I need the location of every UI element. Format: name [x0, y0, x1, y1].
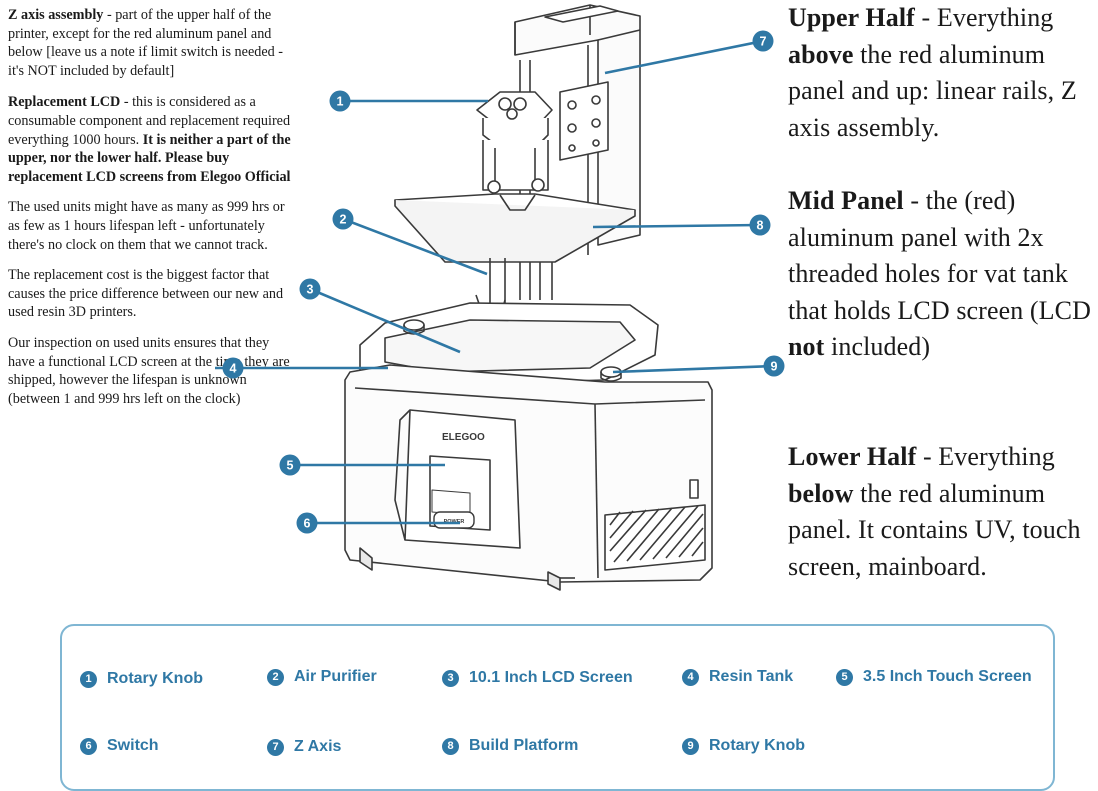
legend-number: 4 [682, 668, 699, 686]
callout-6-label: 6 [304, 517, 311, 531]
callout-9-label: 9 [771, 360, 778, 374]
printer-base [344, 364, 713, 591]
legend-label: Switch [107, 737, 159, 754]
upper-half-text-post: the red aluminum panel and up: linear ra… [788, 39, 1077, 142]
power-button: POWER [433, 511, 475, 529]
callout-3-label: 3 [307, 283, 314, 297]
leader-line-3 [309, 287, 461, 354]
lower-half-emph: below [788, 478, 854, 508]
legend-number: 7 [267, 738, 284, 756]
lower-half-note: Lower Half - Everything below the red al… [788, 439, 1098, 585]
lower-half-title: Lower Half [788, 442, 917, 471]
build-platform [394, 193, 636, 325]
callout-5-label: 5 [287, 459, 294, 473]
callout-6: 6 [296, 512, 318, 534]
resin-tank [359, 302, 659, 386]
lcd-note-text: - this is considered as a consumable com… [8, 94, 291, 148]
leader-line-2 [342, 217, 488, 276]
legend-label: 3.5 Inch Touch Screen [863, 668, 1032, 685]
callout-7-label: 7 [760, 35, 767, 49]
upper-half-text-pre: - Everything [914, 3, 1054, 32]
legend-number: 9 [682, 737, 699, 755]
inspection-note: Our inspection on used units ensures tha… [8, 334, 290, 407]
callout-9: 9 [763, 355, 785, 377]
lcd-note-title: Replacement LCD [8, 94, 121, 111]
callout-2-label: 2 [340, 213, 347, 227]
leader-line-8 [592, 223, 761, 229]
callout-2: 2 [332, 208, 354, 230]
legend-number: 5 [836, 668, 853, 686]
legend-item-5: 5 3.5 Inch Touch Screen [836, 668, 1032, 686]
callout-8: 8 [749, 214, 771, 236]
legend-item-8: 8 Build Platform [442, 737, 578, 755]
callout-1: 1 [329, 90, 351, 112]
mid-panel-title: Mid Panel [788, 186, 904, 215]
legend-label: Resin Tank [709, 668, 794, 685]
lifespan-note: The used units might have as many as 999… [8, 199, 285, 253]
legend-label: 10.1 Inch LCD Screen [469, 669, 633, 686]
mid-panel-emph: not [788, 332, 825, 361]
legend-number: 8 [442, 737, 459, 755]
callout-7: 7 [752, 30, 774, 52]
legend-item-4: 4 Resin Tank [682, 668, 793, 686]
legend-number: 1 [80, 670, 97, 688]
cost-note: The replacement cost is the biggest fact… [8, 267, 284, 321]
legend-number: 2 [267, 668, 284, 686]
legend-label: Air Purifier [294, 668, 377, 685]
brand-label: ELEGOO [442, 432, 485, 443]
lower-half-text-pre: - Everything [916, 442, 1055, 471]
upper-half-emph: above [788, 39, 854, 69]
legend-item-9: 9 Rotary Knob [682, 737, 805, 755]
upper-half-note: Upper Half - Everything above the red al… [788, 0, 1098, 146]
callout-3: 3 [299, 278, 321, 300]
mid-panel-text-pre: - the (red) aluminum panel with 2x threa… [788, 186, 1091, 325]
legend-item-2: 2 Air Purifier [267, 668, 377, 686]
power-label: POWER [444, 519, 465, 525]
printer-illustration [344, 4, 713, 591]
lower-half-text-post: the red aluminum panel. It contains UV, … [788, 478, 1081, 581]
z-axis-note: Z axis assembly - part of the upper half… [8, 6, 298, 80]
legend-item-3: 3 10.1 Inch LCD Screen [442, 669, 633, 687]
legend-label: Build Platform [469, 737, 579, 754]
callout-4-label: 4 [230, 362, 237, 376]
left-notes: Z axis assembly - part of the upper half… [8, 6, 298, 420]
legend-item-7: 7 Z Axis [267, 738, 341, 756]
knob-assembly [476, 91, 553, 194]
legend-number: 3 [442, 669, 459, 687]
legend-label: Rotary Knob [107, 670, 203, 687]
mid-panel-text-post: included) [824, 332, 931, 361]
leader-line-7 [604, 39, 764, 75]
legend-number: 6 [80, 737, 97, 755]
callout-5: 5 [279, 454, 301, 476]
leader-line-9 [612, 364, 775, 374]
legend-item-1: 1 Rotary Knob [80, 670, 203, 688]
mid-panel-note: Mid Panel - the (red) aluminum panel wit… [788, 183, 1098, 366]
legend-item-6: 6 Switch [80, 737, 159, 755]
callout-8-label: 8 [757, 219, 764, 233]
legend-label: Rotary Knob [709, 737, 805, 754]
callout-4: 4 [222, 357, 244, 379]
upper-half-title: Upper Half [788, 3, 915, 32]
legend-label: Z Axis [294, 738, 342, 755]
lcd-note-warning: It is neither a part of the upper, nor t… [8, 131, 291, 185]
callout-1-label: 1 [337, 95, 344, 109]
z-axis-column [514, 4, 641, 300]
leader-lines [215, 39, 775, 525]
z-axis-note-title: Z axis assembly [8, 7, 104, 23]
lcd-note: Replacement LCD - this is considered as … [8, 93, 298, 186]
z-axis-note-text: - part of the upper half of the printer,… [8, 7, 284, 79]
